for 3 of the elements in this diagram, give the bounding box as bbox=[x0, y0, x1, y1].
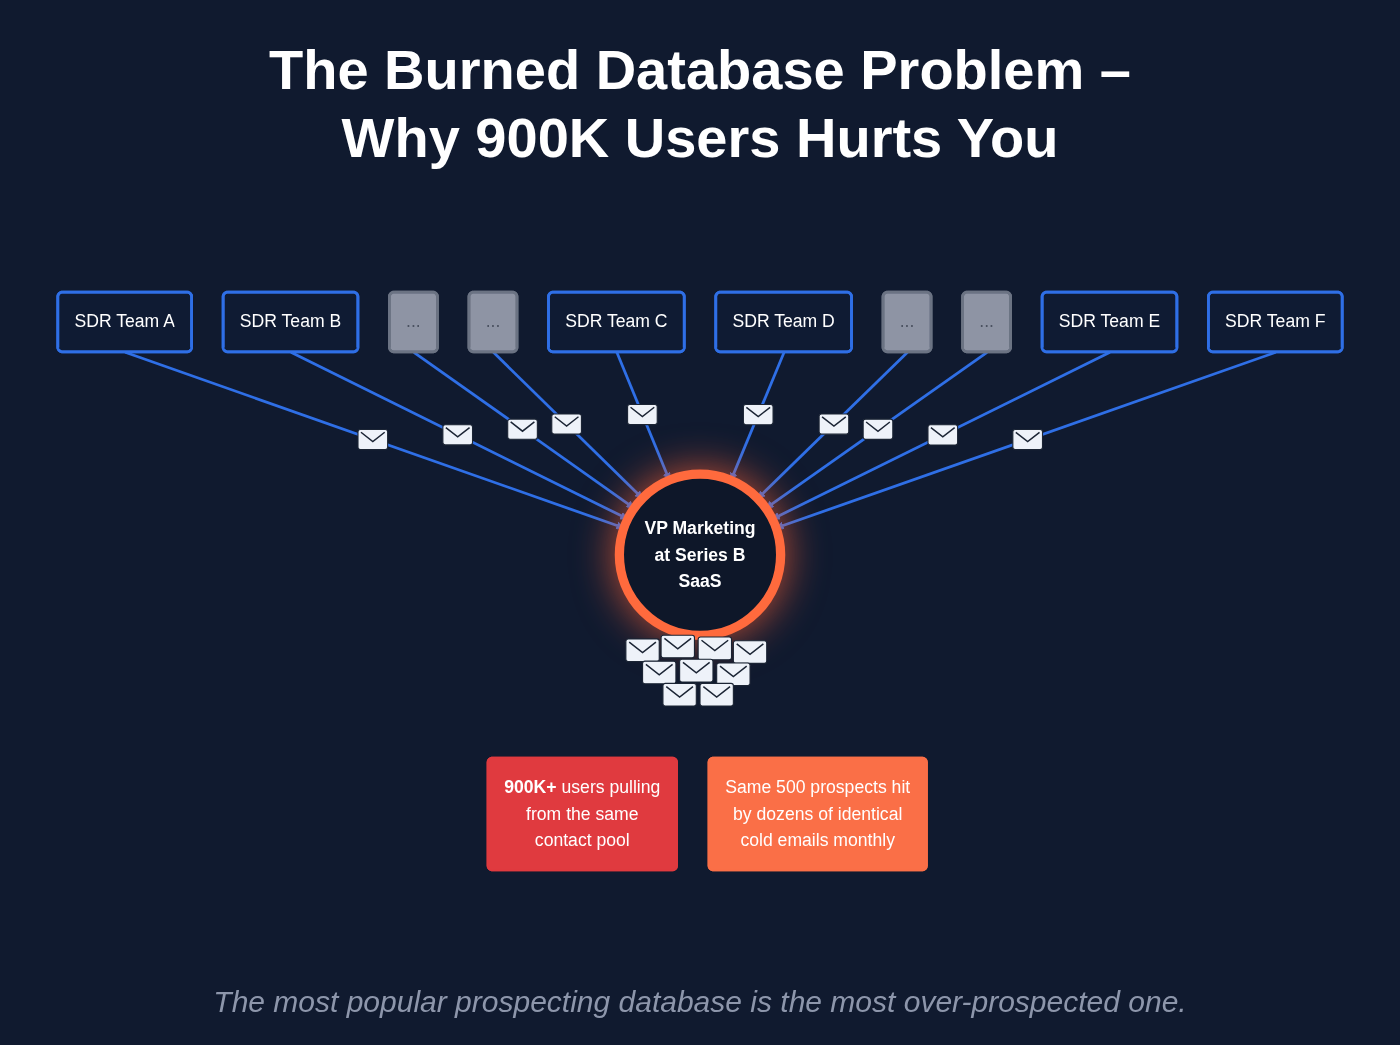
title-heading: The Burned Database Problem – Why 900K Users Hurts You bbox=[268, 37, 1132, 172]
node-circle: VP Marketing at Series B SaaS bbox=[614, 469, 786, 640]
caption-text: The most popular prospecting database is the most over-prospected one. bbox=[213, 985, 1187, 1019]
